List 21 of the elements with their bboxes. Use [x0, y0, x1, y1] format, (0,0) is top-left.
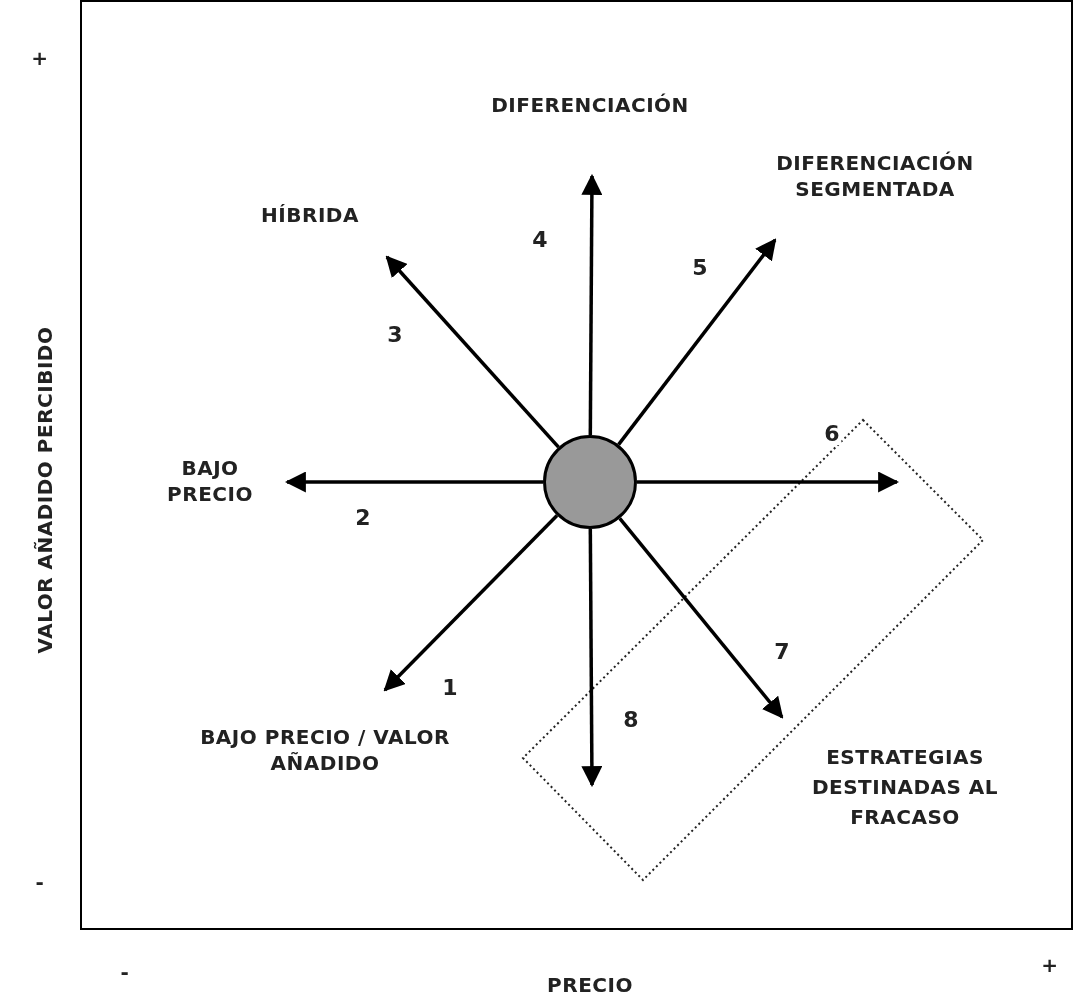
axis-sign: + [31, 48, 49, 68]
arrow [581, 173, 603, 435]
axis-sign: - [120, 962, 130, 982]
axis-title: VALOR AÑADIDO PERCIBIDO [35, 326, 55, 654]
group-heading: ESTRATEGIAS DESTINADAS AL FRACASO [810, 744, 1000, 831]
strategy-label: HÍBRIDA [220, 202, 400, 228]
axis-title: PRECIO [547, 975, 633, 995]
arrow [618, 517, 784, 719]
axis-sign: + [1041, 955, 1059, 975]
strategy-label: BAJO PRECIO / VALOR AÑADIDO [195, 724, 455, 776]
strategy-label: DIFERENCIACIÓN [440, 92, 740, 118]
arrow [383, 514, 559, 692]
arrow [581, 529, 603, 788]
axis-sign: - [35, 872, 45, 892]
strategy-label: BAJO PRECIO [150, 455, 270, 507]
edge-label: 6 [822, 423, 842, 445]
arrow [284, 471, 543, 493]
arrow [385, 255, 560, 449]
strategy-label: DIFERENCIACIÓN SEGMENTADA [720, 150, 1030, 202]
arrow [617, 238, 777, 446]
arrow [637, 471, 900, 493]
